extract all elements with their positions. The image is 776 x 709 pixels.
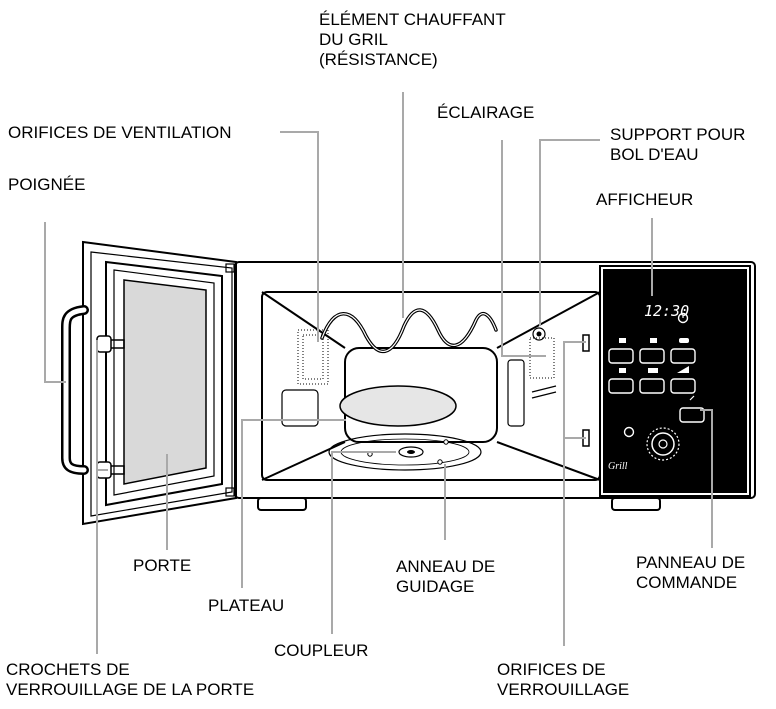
label-turntable: PLATEAU: [208, 596, 285, 615]
label-bowl-support: SUPPORT POUR BOL D'EAU: [610, 125, 746, 164]
label-lock-holes: ORIFICES DE VERROUILLAGE: [497, 660, 630, 699]
open-door: [82, 240, 237, 526]
vent-holes-left: [297, 329, 329, 385]
start-knob: [623, 426, 680, 461]
label-door-hooks: CROCHETS DE VERROUILLAGE DE LA PORTE: [6, 660, 255, 699]
label-coupler: COUPLEUR: [274, 641, 369, 660]
label-heating-element: ÉLÉMENT CHAUFFANT DU GRIL (RÉSISTANCE): [319, 10, 506, 69]
label-handle: POIGNÉE: [8, 175, 86, 194]
vent-holes-right: [529, 337, 555, 379]
leader-bowl: [539, 139, 600, 326]
leader-lines: [44, 92, 713, 654]
display-clock: 12:30: [644, 302, 689, 320]
panel-brand: Grill: [608, 461, 628, 472]
leader-coupler: [331, 451, 396, 634]
door-handle: [61, 305, 89, 475]
panel-buttons: [608, 338, 705, 423]
door-glass: [123, 279, 207, 485]
label-vents: ORIFICES DE VENTILATION: [8, 123, 232, 142]
leader-locks: [563, 341, 586, 646]
coupler: [398, 446, 424, 458]
control-panel: 12:30 Grill: [599, 265, 751, 497]
leader-control: [700, 409, 713, 548]
leader-lighting: [501, 140, 546, 357]
label-door: PORTE: [133, 556, 192, 575]
label-lighting: ÉCLAIRAGE: [437, 103, 535, 122]
leader-vents: [280, 131, 319, 342]
turntable-plate: [339, 385, 457, 427]
leader-plate: [241, 419, 346, 588]
label-display: AFFICHEUR: [596, 190, 694, 209]
door-hooks: [96, 335, 125, 479]
label-control-panel: PANNEAU DE COMMANDE: [636, 553, 746, 592]
bowl-support: [532, 327, 546, 341]
leader-handle: [44, 222, 66, 383]
label-guide-ring: ANNEAU DE GUIDAGE: [396, 557, 496, 596]
